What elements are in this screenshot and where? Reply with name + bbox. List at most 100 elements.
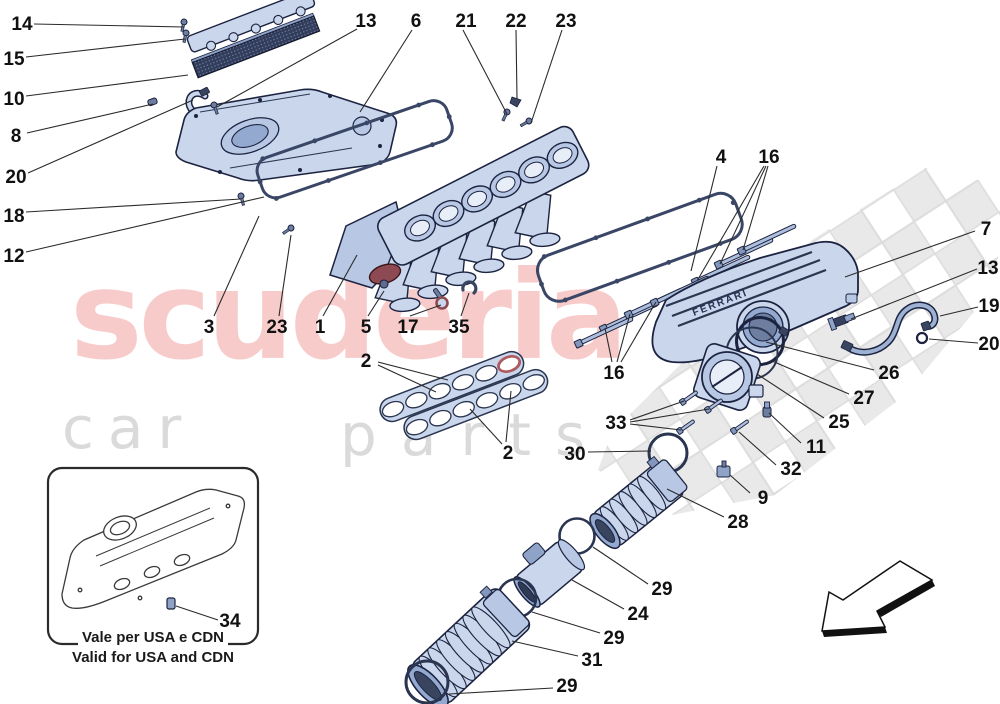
leader-line-16 <box>696 165 765 282</box>
leader-line-31 <box>511 640 579 657</box>
leader-line-11 <box>768 412 802 444</box>
callout-25: 25 <box>828 412 850 433</box>
leader-line-34 <box>175 605 219 621</box>
leader-line-2 <box>377 364 437 393</box>
leader-line-25 <box>756 373 825 419</box>
inset-note-line2: Valid for USA and CDN <box>72 649 234 666</box>
leader-line-30 <box>587 450 652 453</box>
leader-line-23 <box>530 29 563 124</box>
leader-line-3 <box>213 215 260 317</box>
leader-line-16 <box>620 301 657 363</box>
leader-line-23 <box>278 234 292 317</box>
leader-line-20 <box>27 99 194 174</box>
leader-line-32 <box>738 431 777 466</box>
leader-line-19 <box>939 306 979 317</box>
sensor-11 <box>762 401 772 418</box>
callout-8: 8 <box>11 126 22 147</box>
inset-part-34 <box>166 597 176 610</box>
plug-8 <box>147 97 158 107</box>
leader-line-29 <box>531 611 601 634</box>
callout-20: 20 <box>5 167 26 188</box>
direction-arrow-icon <box>821 560 935 637</box>
callout-27: 27 <box>853 388 874 409</box>
leader-line-2 <box>377 361 449 381</box>
callout-11: 11 <box>806 437 827 458</box>
leader-line-22 <box>515 29 518 100</box>
o-ring-29-lower <box>404 659 450 704</box>
callout-23: 23 <box>555 11 576 32</box>
callout-7: 7 <box>981 219 992 240</box>
mesh-grille <box>190 12 321 79</box>
callout-20: 20 <box>978 334 999 355</box>
callout-30: 30 <box>564 444 585 465</box>
callout-10: 10 <box>3 89 24 110</box>
leader-line-16 <box>604 327 613 363</box>
callout-19: 19 <box>978 296 999 317</box>
leader-line-13 <box>850 268 978 320</box>
leader-line-15 <box>25 38 186 58</box>
callout-29: 29 <box>556 676 577 697</box>
inset-note-box: , Vale per USA e CDN Valid for USA and C… <box>46 466 260 666</box>
leader-line-33 <box>629 408 710 423</box>
vent-hose-19 <box>840 301 939 356</box>
leader-line-5 <box>367 290 385 317</box>
callout-18: 18 <box>3 206 24 227</box>
inset-note-line1: Vale per USA e CDN <box>82 629 224 646</box>
leader-line-8 <box>26 103 154 134</box>
leader-line-16 <box>742 165 769 251</box>
callout-26: 26 <box>878 363 899 384</box>
leader-line-28 <box>666 488 725 518</box>
leader-line-4 <box>690 165 718 272</box>
clip-35 <box>461 280 478 295</box>
callout-3: 3 <box>204 317 215 338</box>
maf-sensor-24 <box>513 539 586 608</box>
leader-line-16 <box>616 313 631 363</box>
plenum-top-cover-6 <box>175 88 398 182</box>
leader-line-17 <box>409 304 442 317</box>
callout-34: 34 <box>219 611 241 632</box>
callout-1: 1 <box>315 317 326 338</box>
inset-part-drawing: , <box>61 488 246 609</box>
callout-22: 22 <box>505 11 526 32</box>
leader-line-24 <box>571 579 625 610</box>
leader-line-14 <box>33 23 185 28</box>
leader-line-9 <box>729 474 751 494</box>
leader-line-13 <box>216 28 358 108</box>
callout-28: 28 <box>727 512 748 533</box>
elbow-fitting-13 <box>827 312 856 332</box>
ring-washer-20 <box>915 331 929 345</box>
leader-line-2 <box>469 408 503 445</box>
intake-duct-lower-31 <box>407 585 531 704</box>
callout-31: 31 <box>581 650 603 671</box>
intake-manifold-1 <box>329 125 590 320</box>
callout-33: 33 <box>605 413 626 434</box>
leader-line-1 <box>322 254 358 317</box>
screw-23-mid <box>280 223 296 237</box>
leader-line-6 <box>359 29 413 113</box>
clip-22 <box>509 96 522 108</box>
callout-5: 5 <box>361 317 372 338</box>
port-gasket-red-port <box>497 355 521 373</box>
callout-29: 29 <box>603 628 624 649</box>
callout-13: 13 <box>977 258 998 279</box>
leader-line-33 <box>629 423 682 431</box>
leader-line-27 <box>771 360 850 395</box>
callout-13: 13 <box>355 11 376 32</box>
callout-29: 29 <box>651 579 672 600</box>
leader-line-33 <box>629 400 685 421</box>
leader-line-10 <box>25 74 189 97</box>
intake-duct-upper-28 <box>589 455 688 550</box>
callout-2: 2 <box>503 443 514 464</box>
leader-line-12 <box>25 196 265 253</box>
callout-4: 4 <box>716 147 727 168</box>
cover-trim-plate <box>186 0 316 53</box>
callout-2: 2 <box>361 351 372 372</box>
callout-12: 12 <box>3 246 24 267</box>
callout-23: 23 <box>266 317 287 338</box>
leader-line-16 <box>719 165 767 265</box>
callout-14: 14 <box>11 14 33 35</box>
callout-15: 15 <box>3 49 25 70</box>
leader-line-35 <box>460 292 470 317</box>
